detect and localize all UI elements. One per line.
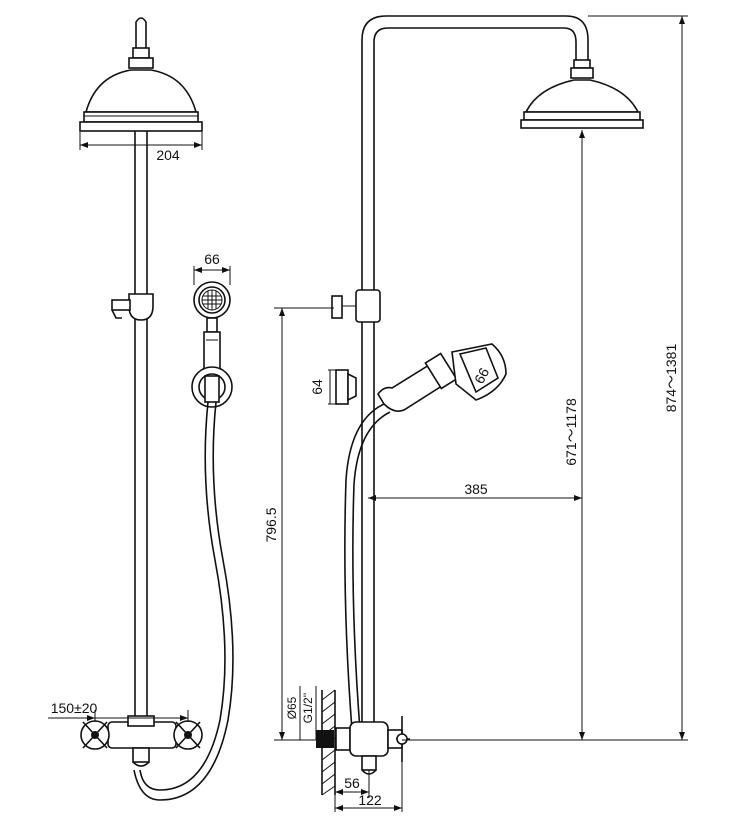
offset-small-label: 56 <box>344 775 360 791</box>
spray-face-pattern-icon <box>201 289 223 311</box>
left-cross-handle-icon <box>80 720 110 750</box>
handshower-width-label: 66 <box>204 251 220 267</box>
riser-pipe-front <box>134 131 148 718</box>
thread-label: G1/2'' <box>301 693 315 724</box>
front-view: 204 <box>48 17 234 801</box>
bracket-size-label: 64 <box>309 379 325 395</box>
dimension-head-width: 204 <box>79 132 203 163</box>
dimension-valve-spacing: 150±20 <box>48 700 189 722</box>
side-view: 64 66 796.5 <box>263 15 688 812</box>
dimension-flange: Ø65 G1/2'' <box>285 686 317 740</box>
slide-range-label: 671～1178 <box>563 398 579 466</box>
handshower-face-label: 66 <box>471 365 493 386</box>
offset-large-label: 122 <box>358 792 382 808</box>
dimension-offset-small: 56 <box>334 760 370 798</box>
hose-front <box>133 401 234 801</box>
slide-bracket-front <box>111 293 154 321</box>
total-height-label: 874～1381 <box>663 344 679 413</box>
dimension-total-height: 874～1381 <box>402 15 688 741</box>
wall-section <box>316 689 336 796</box>
dimension-slide-range: 671～1178 <box>563 130 585 740</box>
side-cross-handle-icon <box>396 716 410 762</box>
handshower-front <box>191 281 233 408</box>
flange-diameter-label: Ø65 <box>285 696 299 719</box>
dimension-pipe-height: 796.5 <box>263 307 334 741</box>
shower-head-side <box>520 79 644 129</box>
mixer-valve-side <box>335 716 410 775</box>
head-width-label: 204 <box>156 147 180 163</box>
mixer-valve-front <box>80 715 203 767</box>
slide-bracket-side <box>331 289 381 323</box>
wall-bracket-side <box>335 369 357 405</box>
shower-head-front <box>79 69 203 132</box>
shower-arm-side <box>361 15 589 730</box>
handshower-side <box>377 343 507 412</box>
dimension-reach: 385 <box>368 481 582 501</box>
dimension-bracket: 64 <box>309 369 336 405</box>
right-cross-handle-icon <box>173 720 203 750</box>
valve-spacing-label: 150±20 <box>51 700 98 716</box>
dimension-handshower-width: 66 <box>193 251 231 285</box>
dimension-offset-large: 122 <box>334 762 403 812</box>
hose-side <box>344 403 391 731</box>
reach-label: 385 <box>464 481 488 497</box>
pipe-height-label: 796.5 <box>263 507 279 542</box>
